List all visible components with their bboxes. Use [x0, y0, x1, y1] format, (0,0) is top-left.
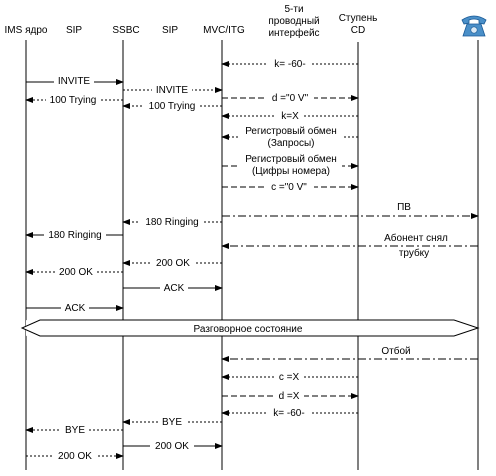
participant-label-ssbc: SSBC — [112, 25, 139, 36]
message-label: c ="0 V" — [271, 182, 307, 193]
message-label: 100 Trying — [50, 95, 97, 106]
message-label: Абонент снял — [384, 232, 448, 244]
message-label: d ="0 V" — [272, 93, 309, 104]
message-label: ACK — [65, 303, 86, 314]
message-label: Отбой — [381, 345, 410, 357]
messages: k= -60- INVITE INVITE d ="0 V" 100 Tryin… — [20, 58, 480, 462]
participant-headers: IMS ядро SIP SSBC SIP MVC/ITG 5-ти прово… — [5, 4, 487, 39]
message-label: k= -60- — [273, 408, 304, 419]
message-label: 200 OK — [58, 451, 92, 462]
message-label: BYE — [162, 417, 182, 428]
participant-label-interface-line1: 5-ти — [284, 4, 303, 15]
message-label: c =X — [279, 372, 300, 383]
message-label-sub: (Запросы) — [268, 138, 315, 149]
participant-label-cd-line1: Ступень — [339, 13, 378, 24]
participant-label-interface-line2: проводный — [268, 16, 319, 27]
message-label: k=X — [281, 111, 299, 122]
message-label: 180 Ringing — [145, 217, 198, 228]
message-label-sub: трубку — [399, 247, 429, 259]
message-label: 200 OK — [59, 267, 93, 278]
participant-label-ims: IMS ядро — [5, 25, 48, 36]
message-label: 200 OK — [155, 441, 189, 452]
message-label: ACK — [164, 283, 185, 294]
message-label: Регистровый обмен — [245, 125, 337, 137]
participant-label-sip-left: SIP — [66, 25, 82, 36]
message-label: BYE — [65, 425, 85, 436]
telephone-icon — [461, 15, 487, 37]
message-label-sub: (Цифры номера) — [252, 165, 330, 177]
participant-label-sip-right: SIP — [162, 25, 178, 36]
message-label: INVITE — [156, 85, 189, 96]
state-label: Разговорное состояние — [194, 324, 303, 335]
message-label: Регистровый обмен — [245, 153, 337, 165]
participant-label-mvc-itg: MVC/ITG — [203, 25, 245, 36]
message-label: ПВ — [397, 202, 411, 213]
message-label: 200 OK — [156, 258, 190, 269]
message-label: k= -60- — [274, 59, 305, 70]
message-label: 180 Ringing — [48, 230, 101, 241]
participant-label-cd-line2: CD — [351, 25, 365, 36]
message-label: d =X — [279, 391, 300, 402]
conversation-state-bar: Разговорное состояние — [20, 319, 480, 337]
participant-label-interface-line3: интерфейс — [268, 27, 319, 39]
message-label: INVITE — [58, 76, 91, 87]
message-label: 100 Trying — [149, 101, 196, 112]
